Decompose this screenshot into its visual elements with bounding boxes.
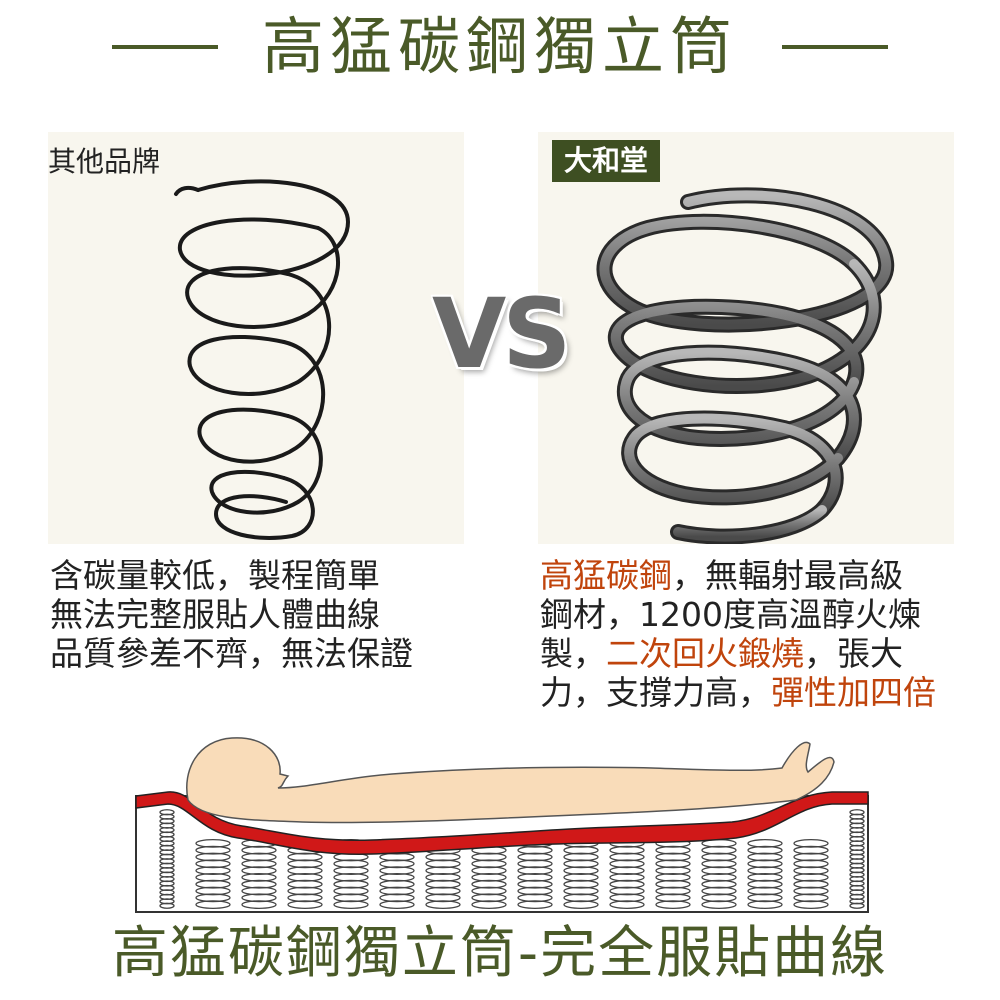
desc-text: ，無輻射最高級 bbox=[672, 556, 903, 595]
brand-label-other: 其他品牌 bbox=[48, 145, 161, 178]
desc-text: ，張大 bbox=[804, 634, 903, 673]
spring-coil bbox=[517, 839, 553, 909]
highlight-text: 二次回火鍛燒 bbox=[606, 634, 804, 673]
title-row: 高猛碳鋼獨立筒 bbox=[0, 0, 1000, 100]
description-other-brand: 含碳量較低，製程簡單 無法完整服貼人體曲線 品質參差不齊，無法保證 bbox=[50, 556, 470, 673]
spring-coil bbox=[195, 839, 231, 909]
spring-coil bbox=[849, 809, 865, 909]
spring-coil bbox=[793, 839, 829, 909]
desc-text: 製， bbox=[540, 634, 606, 673]
highlight-text: 彈性加四倍 bbox=[771, 673, 936, 712]
bottom-caption: 高猛碳鋼獨立筒-完全服貼曲線 bbox=[111, 921, 889, 986]
panel-other-brand: 其他品牌 bbox=[48, 132, 464, 544]
thin-spring-illustration bbox=[174, 179, 351, 540]
description-brand: 高猛碳鋼，無輻射最高級 鋼材，1200度高溫醇火煉 製，二次回火鍛燒，張大 力，… bbox=[540, 556, 960, 712]
comfort-layer bbox=[135, 791, 869, 855]
desc-line: 製，二次回火鍛燒，張大 bbox=[540, 634, 960, 673]
brand-badge: 大和堂 bbox=[552, 140, 661, 182]
desc-text: 力，支撐力高， bbox=[540, 673, 771, 712]
highlight-text: 高猛碳鋼 bbox=[540, 556, 672, 595]
spring-coil bbox=[609, 839, 645, 909]
mattress-illustration bbox=[135, 737, 869, 913]
title-line-left bbox=[112, 45, 218, 49]
desc-line: 品質參差不齊，無法保證 bbox=[50, 634, 413, 673]
desc-line: 無法完整服貼人體曲線 bbox=[50, 595, 380, 634]
desc-line: 高猛碳鋼，無輻射最高級 bbox=[540, 556, 960, 595]
thick-spring-illustration bbox=[596, 187, 895, 544]
page-title: 高猛碳鋼獨立筒 bbox=[261, 10, 738, 83]
mattress-springs bbox=[159, 809, 865, 909]
desc-line: 鋼材，1200度高溫醇火煉 bbox=[540, 595, 921, 634]
spring-coil bbox=[655, 839, 691, 909]
panel-brand: 大和堂 bbox=[538, 132, 954, 544]
desc-line: 力，支撐力高，彈性加四倍 bbox=[540, 673, 960, 712]
human-body bbox=[186, 737, 835, 824]
vs-label: VS bbox=[432, 278, 571, 390]
desc-line: 含碳量較低，製程簡單 bbox=[50, 556, 380, 595]
spring-coil bbox=[159, 809, 175, 909]
spring-coil bbox=[701, 839, 737, 909]
title-line-right bbox=[782, 45, 888, 49]
spring-coil bbox=[747, 839, 783, 909]
